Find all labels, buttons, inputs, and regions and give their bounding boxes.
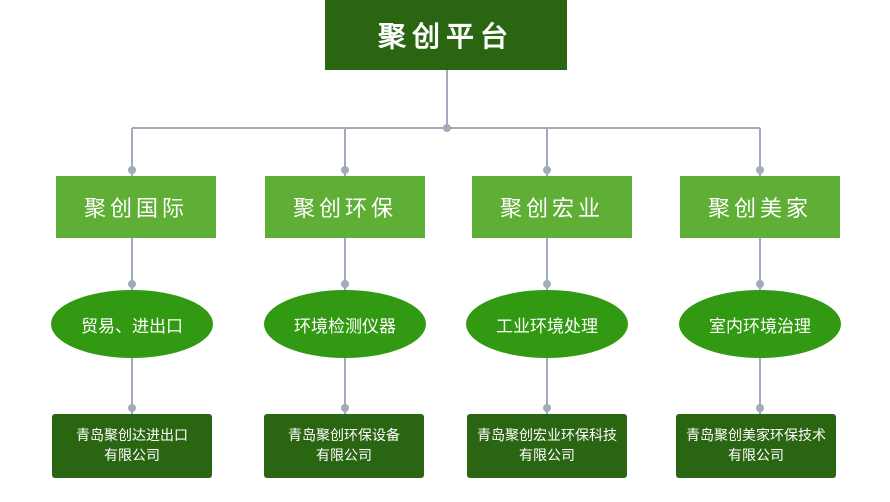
entity-node-1: 青岛聚创达进出口 有限公司 [52,414,212,478]
entity-node-4: 青岛聚创美家环保技术 有限公司 [676,414,836,478]
entity-node-2: 青岛聚创环保设备 有限公司 [264,414,424,478]
entity-suffix-line: 有限公司 [316,448,372,464]
entity-name-line: 青岛聚创达进出口 [76,428,188,444]
entity-suffix-line: 有限公司 [728,448,784,464]
service-node-instruments: 环境检测仪器 [264,290,426,358]
company-node-hongye: 聚创宏业 [472,176,632,238]
service-node-indoor: 室内环境治理 [679,290,841,358]
entity-suffix-line: 有限公司 [104,448,160,464]
company-node-meijia: 聚创美家 [680,176,840,238]
entity-suffix-line: 有限公司 [519,448,575,464]
service-node-trade: 贸易、进出口 [51,290,213,358]
entity-node-3: 青岛聚创宏业环保科技 有限公司 [467,414,627,478]
entity-name-line: 青岛聚创美家环保技术 [686,428,826,444]
entity-name-line: 青岛聚创环保设备 [288,428,400,444]
entity-name-line: 青岛聚创宏业环保科技 [477,428,617,444]
service-node-industrial: 工业环境处理 [466,290,628,358]
root-node: 聚创平台 [325,0,567,70]
company-node-guoji: 聚创国际 [56,176,216,238]
company-node-huanbao: 聚创环保 [265,176,425,238]
